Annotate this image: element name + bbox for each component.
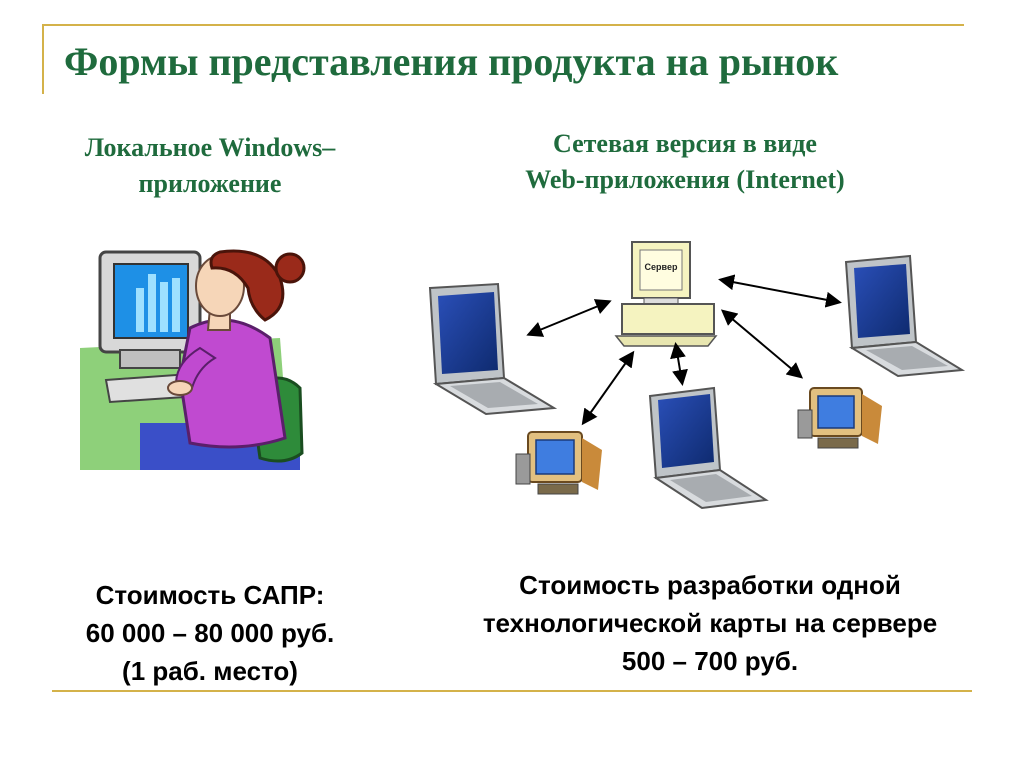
frame-bottom-line — [52, 690, 972, 692]
right-cost-line-3: 500 – 700 руб. — [621, 646, 799, 676]
woman-at-computer-illustration — [80, 249, 306, 470]
laptop-icon-right — [844, 254, 966, 378]
left-cost-line-3: (1 раб. место) — [122, 656, 298, 686]
right-cost-line-2: технологической карты на сервере — [482, 608, 938, 638]
desktop-icon-left — [515, 431, 602, 495]
left-heading-line-2: приложение — [138, 169, 282, 198]
hair-shape — [209, 249, 285, 322]
server-icon: Сервер — [614, 241, 718, 347]
arrow-server-laptop-bottom — [670, 342, 688, 386]
frame-top-line — [42, 24, 964, 26]
arrow-server-desktop-right — [720, 309, 804, 379]
right-cost-line-1: Стоимость разработки одной — [519, 570, 901, 600]
left-cost-line-1: Стоимость САПР: — [95, 580, 325, 610]
right-heading-line-2: Web-приложения (Internet) — [525, 165, 845, 194]
right-heading-line-1: Сетевая версия в виде — [553, 129, 817, 158]
arrow-server-laptop-right — [718, 274, 842, 308]
frame-left-line — [42, 24, 44, 94]
left-cost-line-2: 60 000 – 80 000 руб. — [85, 618, 335, 648]
left-heading: Локальное Windows– приложение — [30, 130, 390, 202]
network-diagram: Сервер — [428, 241, 966, 510]
laptop-icon-bottom — [648, 386, 769, 510]
right-cost-text: Стоимость разработки одной технологическ… — [420, 566, 1000, 680]
arrow-server-desktop-left — [581, 350, 635, 426]
server-label: Сервер — [645, 262, 678, 272]
laptop-icon-left — [428, 282, 558, 416]
slide-title: Формы представления продукта на рынок — [64, 39, 839, 84]
right-heading: Сетевая версия в виде Web-приложения (In… — [450, 126, 920, 198]
left-cost-text: Стоимость САПР: 60 000 – 80 000 руб. (1 … — [30, 576, 390, 690]
arrow-server-laptop-left — [526, 299, 612, 337]
left-heading-line-1: Локальное Windows– — [84, 133, 336, 162]
desktop-icon-right — [797, 387, 882, 449]
